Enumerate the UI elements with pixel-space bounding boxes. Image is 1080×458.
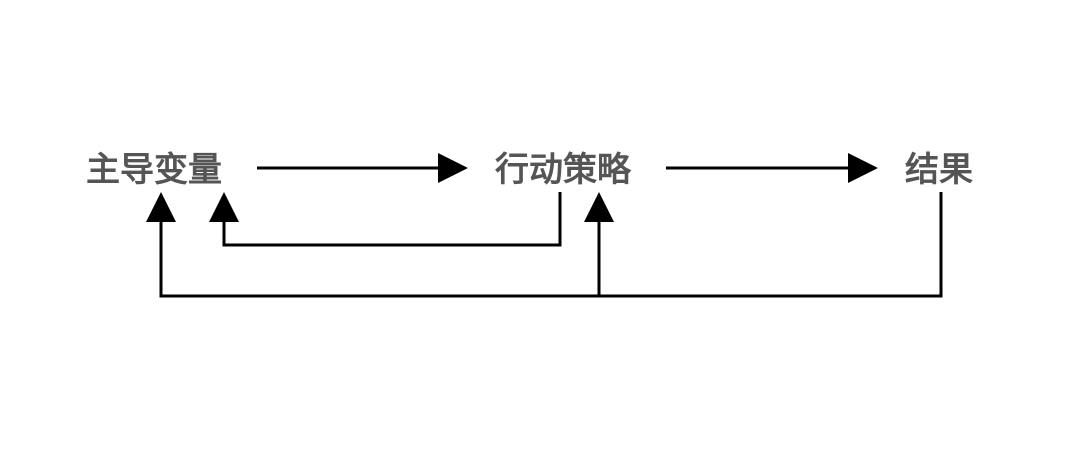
edge-result-to-lead-feedback [146, 192, 943, 298]
node-action-strategy: 行动策略 [495, 150, 631, 190]
node-result: 结果 [905, 150, 973, 190]
node-lead-variable: 主导变量 [86, 150, 222, 190]
edge-action-to-lead-feedback [209, 192, 562, 247]
